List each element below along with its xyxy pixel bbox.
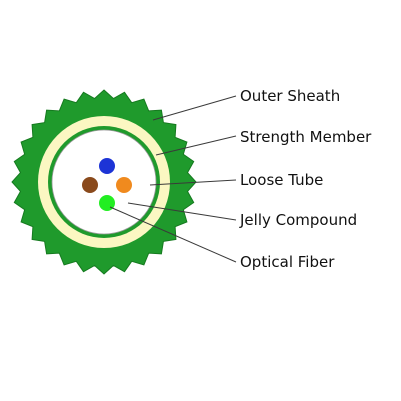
labels: Outer Sheath Strength Member Loose Tube … bbox=[239, 87, 372, 271]
label-strength-member: Strength Member bbox=[240, 128, 372, 146]
optical-fiber-brown bbox=[82, 177, 98, 193]
cable-cross-section bbox=[11, 89, 197, 275]
leader-lines bbox=[109, 95, 237, 263]
label-loose-tube: Loose Tube bbox=[240, 171, 323, 189]
leader-line-outer-sheath bbox=[152, 95, 237, 121]
optical-fiber-orange bbox=[116, 177, 132, 193]
label-outer-sheath: Outer Sheath bbox=[240, 87, 340, 105]
leader-line-strength-member bbox=[155, 135, 237, 156]
leader-line-optical-fiber bbox=[109, 206, 237, 263]
label-optical-fiber: Optical Fiber bbox=[240, 253, 335, 271]
leader-line-jelly-compound bbox=[127, 202, 237, 221]
leader-line-loose-tube bbox=[149, 179, 237, 186]
label-jelly-compound: Jelly Compound bbox=[239, 211, 357, 229]
optical-fiber-blue bbox=[99, 158, 115, 174]
jelly-compound bbox=[51, 129, 157, 235]
